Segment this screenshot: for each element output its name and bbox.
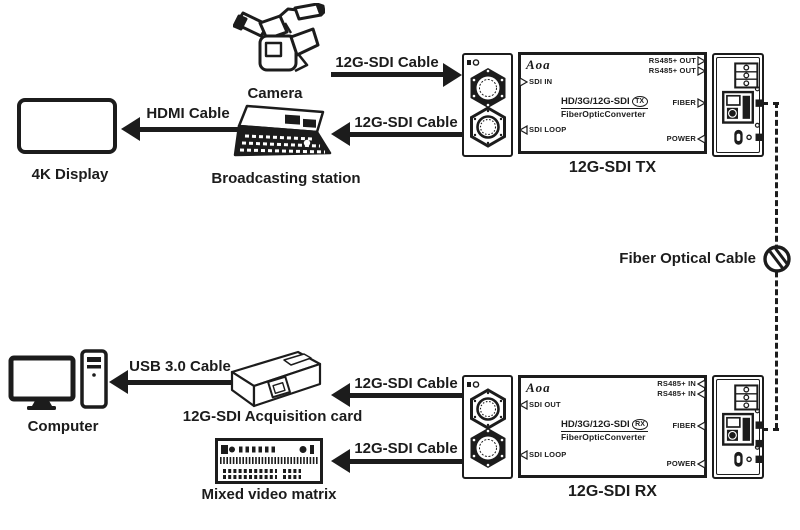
tx-rs485-port-1: RS485+ OUT bbox=[649, 56, 706, 66]
broadcasting-label: Broadcasting station bbox=[211, 170, 361, 187]
arrow-left-icon bbox=[109, 370, 128, 394]
fiber-link-rx-segment bbox=[762, 428, 779, 431]
rx-unit-label: 12G-SDI RX bbox=[568, 483, 657, 500]
rx-io-ports-icon bbox=[722, 384, 762, 467]
sdi-cable-arrow-bottom1 bbox=[349, 393, 462, 398]
rx-tag-badge: RX bbox=[631, 419, 649, 430]
matrix-label: Mixed video matrix bbox=[201, 486, 337, 503]
triangle-left-icon bbox=[519, 400, 528, 410]
sdi-cable-arrow-top2 bbox=[349, 132, 462, 137]
rx-model-text: HD/3G/12G-SDI RX FiberOpticConverter bbox=[561, 419, 649, 442]
triangle-right-icon bbox=[697, 56, 706, 66]
4k-display-icon bbox=[17, 98, 117, 154]
camera-icon bbox=[233, 3, 325, 73]
sdi-cable-label-top1: 12G-SDI Cable bbox=[335, 54, 439, 71]
tx-unit-label: 12G-SDI TX bbox=[568, 159, 657, 176]
arrow-left-icon bbox=[331, 383, 350, 407]
rx-brand-logo: Aoa bbox=[526, 380, 551, 395]
rx-sdi-loop-port: SDI LOOP bbox=[519, 450, 566, 460]
rx-io-panel bbox=[712, 375, 764, 479]
rx-power-port-label: POWER bbox=[667, 459, 706, 469]
broadcasting-station-icon bbox=[233, 104, 332, 157]
triangle-left-icon bbox=[697, 421, 706, 431]
hdmi-cable-label: HDMI Cable bbox=[146, 105, 230, 122]
tx-io-ports-icon bbox=[722, 62, 762, 145]
tx-brand-logo: Aoa bbox=[526, 57, 551, 72]
camera-label: Camera bbox=[247, 85, 303, 102]
sdi-cable-label-top2: 12G-SDI Cable bbox=[354, 114, 458, 131]
fiber-link-tx-segment bbox=[762, 102, 779, 105]
bnc-connectors-icon bbox=[467, 381, 506, 468]
computer-icon bbox=[8, 349, 108, 410]
arrow-left-icon bbox=[331, 449, 350, 473]
usb-cable-label: USB 3.0 Cable bbox=[129, 358, 231, 375]
triangle-left-icon bbox=[519, 125, 528, 135]
usb-cable-arrow bbox=[127, 380, 232, 385]
tx-converter-body: Aoa SDI IN HD/3G/12G-SDI TX FiberOpticCo… bbox=[518, 52, 707, 154]
tx-rs485-port-2: RS485+ OUT bbox=[649, 66, 706, 76]
tx-io-panel bbox=[712, 53, 764, 157]
tx-power-port-label: POWER bbox=[667, 134, 706, 144]
rx-sdi-out-port: SDI OUT bbox=[519, 400, 561, 410]
triangle-left-icon bbox=[519, 450, 528, 460]
tx-bnc-panel bbox=[462, 53, 513, 157]
triangle-left-icon bbox=[697, 134, 706, 144]
rx-bnc-panel bbox=[462, 375, 513, 479]
rx-rs485-port-2: RS485+ IN bbox=[657, 389, 706, 399]
rx-rs485-port-1: RS485+ IN bbox=[657, 379, 706, 389]
arrow-left-icon bbox=[331, 122, 350, 146]
fiber-cable-label: Fiber Optical Cable bbox=[619, 250, 756, 267]
rx-fiber-port-label: FIBER bbox=[673, 421, 707, 431]
triangle-left-icon bbox=[697, 379, 706, 389]
display-label: 4K Display bbox=[31, 166, 109, 183]
tx-sdi-loop-port: SDI LOOP bbox=[519, 125, 566, 135]
rx-converter-body: Aoa SDI OUT HD/3G/12G-SDI RX FiberOpticC… bbox=[518, 375, 707, 478]
arrow-left-icon bbox=[121, 117, 140, 141]
sdi-cable-label-bottom1: 12G-SDI Cable bbox=[354, 375, 458, 392]
triangle-left-icon bbox=[697, 389, 706, 399]
tx-sdi-in-port: SDI IN bbox=[519, 77, 552, 87]
video-matrix-icon bbox=[215, 438, 323, 484]
triangle-right-icon bbox=[519, 77, 528, 87]
arrow-right-icon bbox=[443, 63, 462, 87]
triangle-left-icon bbox=[697, 459, 706, 469]
sdi-cable-arrow-bottom2 bbox=[349, 459, 462, 464]
hdmi-cable-arrow bbox=[139, 127, 243, 132]
bnc-connectors-icon bbox=[467, 59, 506, 148]
acquisition-card-icon bbox=[230, 350, 322, 408]
tx-fiber-port-label: FIBER bbox=[673, 98, 706, 108]
acquisition-label: 12G-SDI Acquisition card bbox=[182, 408, 363, 425]
sdi-cable-label-bottom2: 12G-SDI Cable bbox=[354, 440, 458, 457]
triangle-right-icon bbox=[697, 66, 706, 76]
tx-model-text: HD/3G/12G-SDI TX FiberOpticConverter bbox=[561, 96, 648, 119]
fiber-coil-icon bbox=[763, 245, 791, 273]
triangle-right-icon bbox=[697, 98, 706, 108]
tx-tag-badge: TX bbox=[631, 96, 648, 107]
sdi-cable-arrow-top1 bbox=[331, 72, 444, 77]
computer-label: Computer bbox=[27, 418, 99, 435]
